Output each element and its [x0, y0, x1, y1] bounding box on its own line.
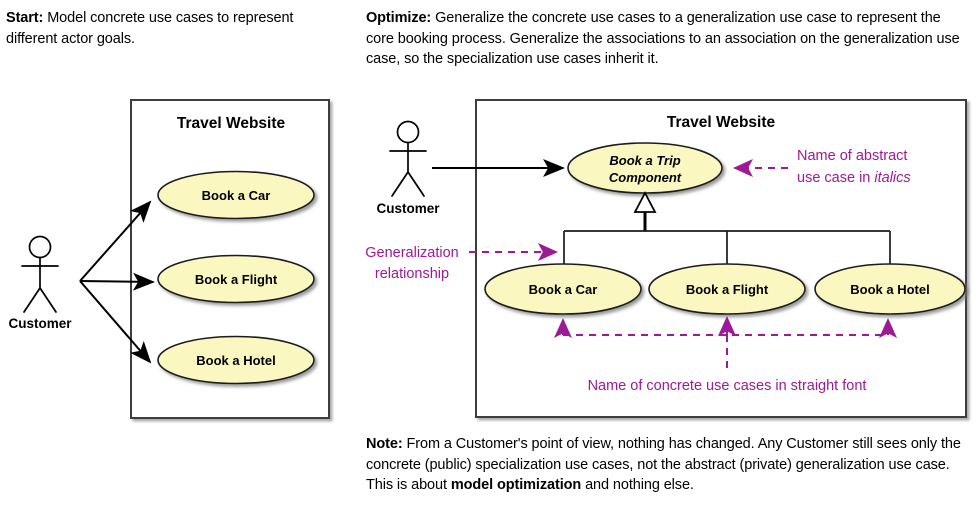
actor-legs-icon: [23, 287, 57, 313]
usecase-label: Book a Hotel: [850, 282, 929, 297]
usecase-ellipse: [648, 263, 806, 315]
left-usecase-book-a-car[interactable]: Book a Car: [157, 170, 315, 220]
optimize-caption-body: Generalize the concrete use cases to a g…: [366, 10, 960, 67]
right-actor-customer[interactable]: Customer: [376, 120, 440, 217]
usecase-ellipse: [157, 254, 315, 304]
annotation-abstract-line2: use case in italics: [797, 170, 911, 186]
usecase-ellipse-abstract: [567, 142, 723, 194]
usecase-ellipse: [157, 335, 315, 385]
left-usecase-book-a-hotel[interactable]: Book a Hotel: [157, 335, 315, 385]
usecase-label: Book a Hotel: [196, 353, 275, 368]
left-assoc-car[interactable]: [79, 200, 152, 282]
left-actor-label: Customer: [8, 316, 72, 331]
usecase-label: Book a Car: [529, 282, 598, 297]
usecase-label: Book a Car: [202, 188, 271, 203]
actor-head-icon: [396, 120, 420, 144]
right-usecase-book-a-car[interactable]: Book a Car: [484, 263, 642, 315]
right-system-title: Travel Website: [667, 114, 776, 131]
annotation-abstract-line2-italics: italics: [874, 170, 910, 186]
left-usecase-book-a-flight[interactable]: Book a Flight: [157, 254, 315, 304]
optimize-caption-lead: Optimize:: [366, 10, 432, 26]
left-assoc-hotel[interactable]: [79, 280, 152, 364]
optimize-caption: Optimize: Generalize the concrete use ca…: [366, 8, 966, 70]
start-caption-body: Model concrete use cases to represent di…: [6, 10, 294, 47]
right-usecase-book-a-hotel[interactable]: Book a Hotel: [814, 263, 966, 315]
left-diagram-group: Travel Website Customer Book a Car Book …: [8, 99, 330, 419]
actor-head-icon: [28, 235, 52, 259]
right-usecase-book-a-flight[interactable]: Book a Flight: [648, 263, 806, 315]
usecase-ellipse: [814, 263, 966, 315]
usecase-label-line1: Book a Trip: [609, 153, 680, 168]
usecase-label: Book a Flight: [686, 282, 769, 297]
usecase-label-line2: Component: [609, 170, 682, 185]
start-caption: Start: Model concrete use cases to repre…: [6, 8, 346, 49]
note-caption: Note: From a Customer's point of view, n…: [366, 434, 966, 496]
right-usecase-book-a-trip-component[interactable]: Book a Trip Component: [567, 142, 723, 194]
actor-legs-icon: [391, 171, 425, 197]
right-actor-label: Customer: [376, 201, 440, 216]
note-caption-body-3: and nothing else.: [581, 477, 694, 493]
annotation-concrete-note: Name of concrete use cases in straight f…: [588, 378, 867, 394]
annotations-group: Name of abstract use case in italics Gen…: [365, 148, 910, 394]
annotation-generalization-line2: relationship: [375, 266, 449, 282]
left-assoc-flight[interactable]: [79, 272, 155, 291]
start-caption-lead: Start:: [6, 10, 44, 26]
annotation-generalization-line1: Generalization: [365, 245, 459, 261]
annotation-abstract-line2-pre: use case in: [797, 170, 874, 186]
note-caption-bold-2: model optimization: [450, 477, 582, 493]
note-caption-body-1: From a Customer's point of view, nothing…: [366, 436, 961, 493]
left-actor-customer[interactable]: Customer: [8, 235, 72, 332]
usecase-ellipse: [157, 170, 315, 220]
note-caption-lead: Note:: [366, 436, 403, 452]
left-system-title: Travel Website: [177, 115, 286, 132]
usecase-label: Book a Flight: [195, 272, 278, 287]
usecase-ellipse: [484, 263, 642, 315]
annotation-abstract-line1: Name of abstract: [797, 148, 907, 164]
